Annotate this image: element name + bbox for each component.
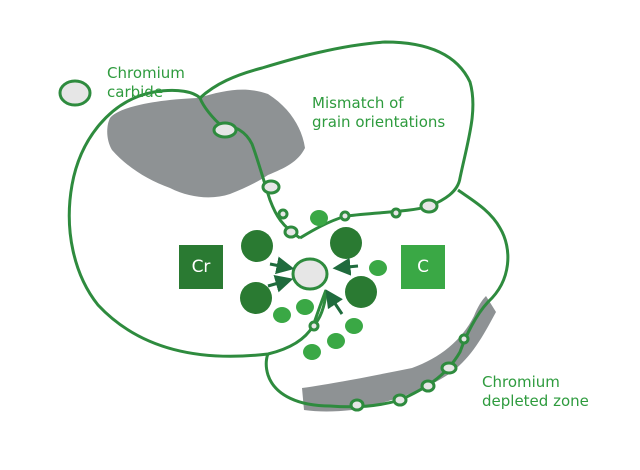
chromium-atom <box>241 230 273 262</box>
carbide-particle <box>261 179 281 195</box>
carbide-particle <box>283 225 299 239</box>
diffusion-arrow <box>332 257 359 276</box>
carbide-particle <box>420 379 436 393</box>
diffusion-arrow <box>269 256 295 275</box>
carbide-particle <box>390 207 402 219</box>
chromium-depleted-zone-label: Chromium depleted zone <box>482 373 589 410</box>
carbon-atom <box>327 333 345 349</box>
chromium-atom <box>330 227 362 259</box>
carbon-atom <box>273 307 291 323</box>
carbide-particle <box>392 393 408 407</box>
carbon-atom <box>345 318 363 334</box>
carbide-particle <box>419 198 439 214</box>
grain-mismatch-label: Mismatch of grain orientations <box>312 94 446 131</box>
carbide-particle <box>440 361 458 375</box>
carbide-particle <box>339 210 351 222</box>
carbide-particle <box>212 121 238 139</box>
carbide-particle <box>277 208 289 220</box>
carbide-legend-particle <box>58 79 92 107</box>
chromium-atom <box>240 282 272 314</box>
carbide-particle <box>308 320 320 332</box>
chromium-carbide-label: Chromium carbide <box>107 64 185 101</box>
chromium-symbol-box: Cr <box>179 245 223 289</box>
carbide-particle <box>349 398 365 412</box>
depleted-zone-top <box>107 89 305 198</box>
carbon-atom <box>369 260 387 276</box>
grain-top-right <box>198 40 475 240</box>
carbon-symbol-box: C <box>401 245 445 289</box>
carbon-atom <box>303 344 321 360</box>
carbon-atom <box>310 210 328 226</box>
grain-left <box>67 88 328 358</box>
carbide-particle <box>458 333 470 345</box>
diffusion-arrow <box>267 275 294 293</box>
diffusion-arrow <box>325 289 344 315</box>
chromium-atom <box>345 276 377 308</box>
depleted-zone-bottom <box>302 296 496 412</box>
growing-carbide-particle <box>291 257 329 291</box>
carbon-atom <box>296 299 314 315</box>
